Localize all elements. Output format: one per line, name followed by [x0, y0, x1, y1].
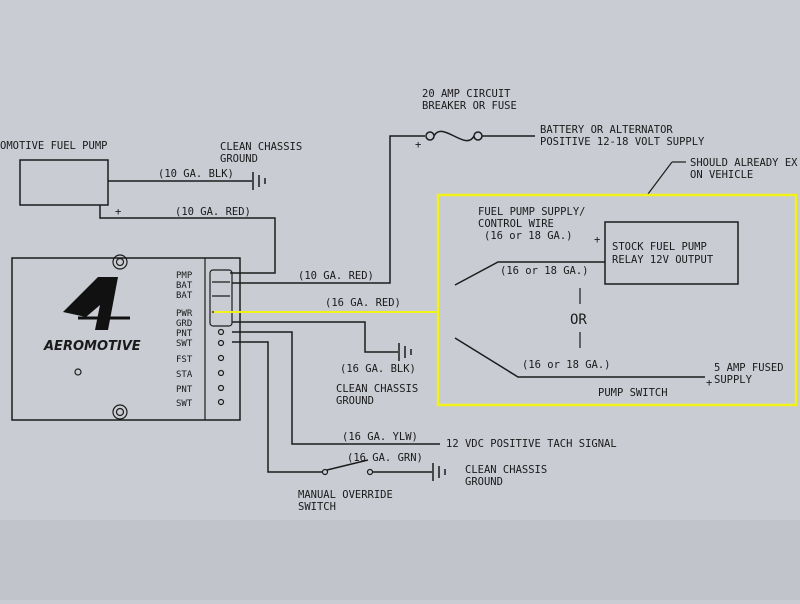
fused-supply-label-1: 5 AMP FUSED [714, 362, 784, 374]
wire-10ga-red-pump [99, 205, 276, 274]
wire-relay-output-label: (16 or 18 GA.) [500, 265, 589, 277]
terminal-grd: GRD [176, 319, 192, 329]
terminal-pnt-2: PNT [176, 385, 193, 395]
fused-plus-sign: + [706, 377, 712, 389]
supply-label-1: FUEL PUMP SUPPLY/ [478, 206, 585, 218]
breaker-label-1: 20 AMP CIRCUIT [422, 88, 511, 100]
tach-label: 12 VDC POSITIVE TACH SIGNAL [446, 438, 617, 450]
should-exist-label-1: SHOULD ALREADY EX [690, 157, 798, 169]
wire-16ga-ylw [232, 331, 440, 445]
terminal-block-upper [209, 269, 233, 327]
terminal-bat-1: BAT [176, 281, 193, 291]
aeromotive-logo: AEROMOTIVE [43, 277, 141, 354]
led-fst [217, 354, 225, 362]
wire-16ga-blk [232, 321, 398, 353]
wire-16ga-grn-label: (16 GA. GRN) [347, 452, 423, 464]
terminal-pmp: PMP [176, 271, 193, 281]
ground-mid-label-1: CLEAN CHASSIS [336, 383, 418, 395]
ground-symbol-mid [398, 343, 412, 361]
wire-16ga-ylw-label: (16 GA. YLW) [342, 431, 418, 443]
wire-pump-switch-label: (16 or 18 GA.) [522, 359, 611, 371]
ground-bot-label-1: CLEAN CHASSIS [465, 464, 547, 476]
breaker-label-2: BREAKER OR FUSE [422, 100, 517, 112]
ground-symbol-top [252, 172, 266, 190]
pump-switch-label: PUMP SWITCH [598, 387, 668, 399]
relay-box [604, 221, 739, 285]
should-exist-label-2: ON VEHICLE [690, 169, 753, 181]
ground-symbol-bot [432, 463, 446, 481]
wire-10ga-red-battery [232, 135, 425, 284]
ground-mid-label-2: GROUND [336, 395, 374, 407]
logo-text: AEROMOTIVE [43, 339, 141, 354]
battery-label-2: POSITIVE 12-18 VOLT SUPPLY [540, 136, 705, 148]
pump-plus-sign: + [115, 206, 121, 218]
callout-leader [647, 161, 673, 195]
terminal-sta: STA [176, 370, 193, 380]
override-label-1: MANUAL OVERRIDE [298, 489, 393, 501]
paper-shadow [0, 520, 800, 600]
terminal-swt-2: SWT [176, 399, 193, 409]
terminal-pwr: PWR [176, 309, 193, 319]
relay-plus-sign: + [594, 234, 600, 246]
wire-16ga-red-label: (16 GA. RED) [325, 297, 401, 309]
fused-supply-label-2: SUPPLY [714, 374, 753, 386]
wire-10ga-red-pump-label: (10 GA. RED) [175, 206, 251, 218]
mount-hole-small [74, 368, 82, 376]
led-sta [217, 369, 225, 377]
mount-hole-top [112, 254, 128, 270]
terminal-swt-1: SWT [176, 339, 193, 349]
ground-top-label-2: GROUND [220, 153, 258, 165]
wire-relay-output [454, 261, 605, 286]
wire-pump-switch [454, 337, 705, 378]
led-pnt [217, 384, 225, 392]
led-2 [217, 339, 225, 347]
terminal-bat-2: BAT [176, 291, 193, 301]
terminal-pnt-1: PNT [176, 329, 193, 339]
supply-label-3: (16 or 18 GA.) [484, 230, 573, 242]
override-label-2: SWITCH [298, 501, 336, 513]
relay-label-2: RELAY 12V OUTPUT [612, 254, 714, 266]
mount-hole-bottom [112, 404, 128, 420]
supply-label-2: CONTROL WIRE [478, 218, 554, 230]
fuel-pump-box [19, 159, 109, 206]
ground-bot-label-2: GROUND [465, 476, 503, 488]
controller-box [11, 257, 241, 421]
highlight-box [436, 193, 798, 407]
terminal-fst: FST [176, 355, 193, 365]
wire-10ga-red-battery-label: (10 GA. RED) [298, 270, 374, 282]
led-swt [217, 398, 225, 406]
wire-16ga-grn [232, 341, 322, 473]
battery-label-1: BATTERY OR ALTERNATOR [540, 124, 673, 136]
wire-10ga-blk-label: (10 GA. BLK) [158, 168, 234, 180]
led-1 [217, 328, 225, 336]
wire-16ga-blk-label: (16 GA. BLK) [340, 363, 416, 375]
or-label: OR [570, 312, 587, 328]
breaker-plus-sign: + [415, 139, 421, 151]
ground-top-label-1: CLEAN CHASSIS [220, 141, 302, 153]
relay-label-1: STOCK FUEL PUMP [612, 241, 707, 253]
fuel-pump-label: OMOTIVE FUEL PUMP [0, 140, 107, 152]
